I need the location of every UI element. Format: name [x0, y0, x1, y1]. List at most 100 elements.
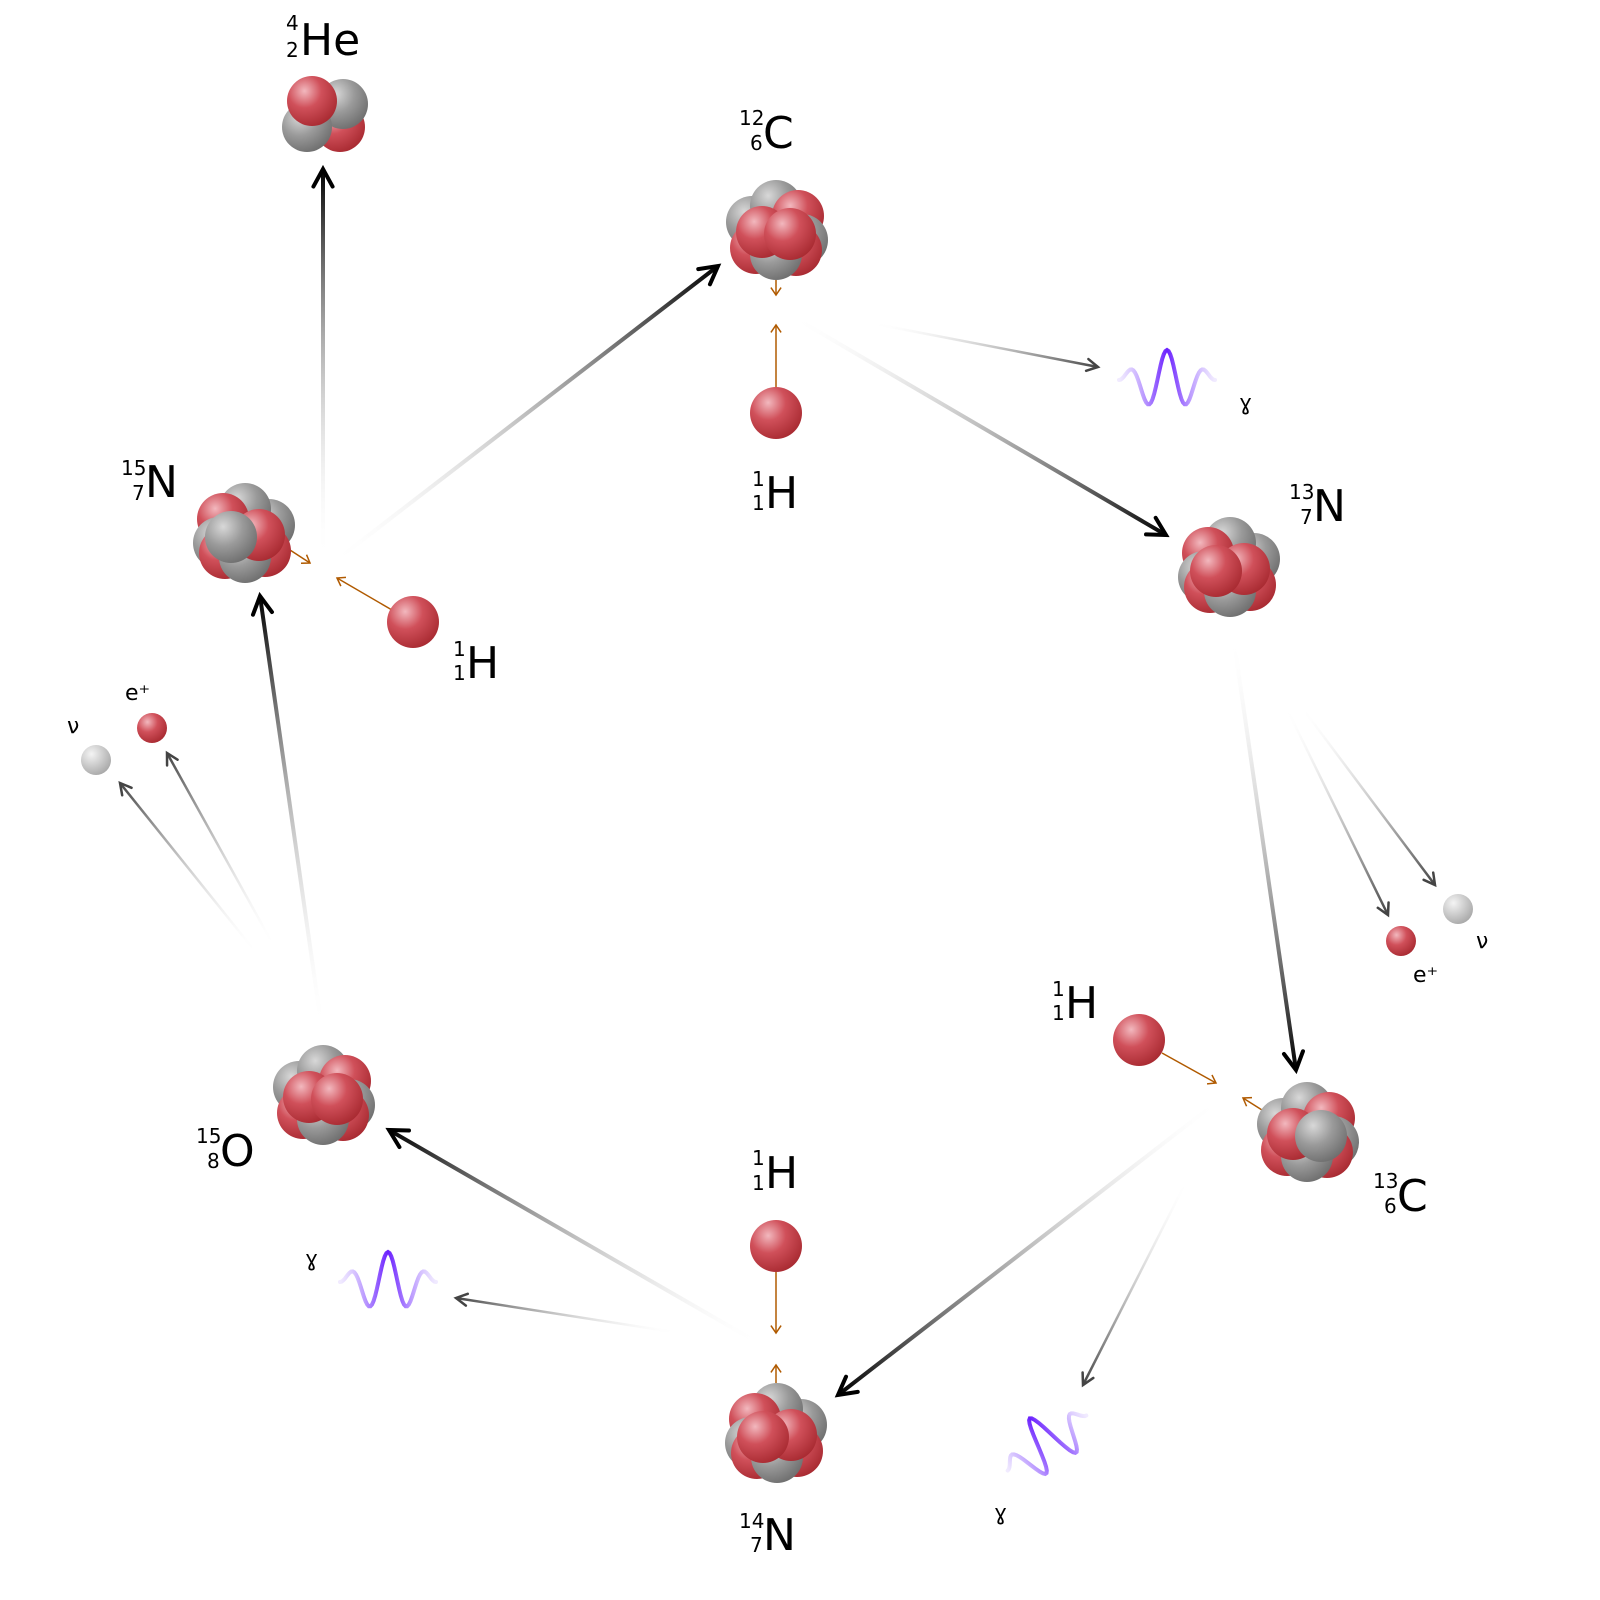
label-gamma-bottom: ɣ: [994, 1501, 1007, 1526]
mass-number: 1: [1052, 977, 1065, 1001]
label-h1-left: 1 1 H: [453, 637, 499, 689]
mass-number: 14: [739, 1509, 764, 1533]
gamma-waves: [338, 347, 1217, 1477]
label-c12: 12 6 C: [739, 106, 794, 159]
arrow-gamma-bottom-head: [1081, 1371, 1095, 1388]
gamma-wave-top: [1117, 347, 1217, 407]
gamma-wave-bottom: [1005, 1411, 1089, 1477]
arrow-neutrino-left: [119, 782, 259, 956]
neutron-sphere: [1295, 1110, 1347, 1162]
arrow-gamma-left: [455, 1296, 681, 1335]
arrow-o15-to-n15-head: [250, 591, 274, 617]
reaction-arrows: [118, 164, 1437, 1398]
positron-right: [1386, 926, 1416, 956]
arrow-capture-c13-head: [1241, 1096, 1253, 1107]
arrow-proton-right-head: [1206, 1074, 1218, 1085]
mass-number: 1: [752, 467, 765, 491]
arrow-o15-to-n15: [258, 595, 324, 1031]
arrow-capture-n15-head: [300, 554, 312, 564]
mass-number: 13: [1289, 480, 1314, 504]
arrow-n13-to-c13-head: [1281, 1049, 1305, 1075]
proton-sphere: [1190, 545, 1242, 597]
label-neutrino-left: ν: [67, 714, 79, 739]
arrow-capture-c13: [1242, 1097, 1263, 1111]
atomic-number: 2: [286, 38, 299, 62]
label-o15: 15 8 O: [196, 1124, 255, 1177]
nucleus-n13: [1178, 517, 1280, 617]
arrow-positron-right: [1283, 704, 1390, 916]
arrow-n15-to-he4-head: [311, 164, 335, 189]
arrow-neutrino-right-head: [1422, 871, 1437, 888]
atomic-number: 7: [1300, 505, 1313, 529]
label-n15: 15 7 N: [121, 456, 178, 508]
neutrino-right: [1443, 894, 1473, 924]
mass-number: 15: [121, 456, 146, 480]
neutrino-left: [81, 745, 111, 775]
mass-number: 1: [453, 637, 466, 661]
label-h1-top: 1 1 H: [752, 467, 798, 519]
nucleus-c13: [1257, 1082, 1359, 1182]
arrow-proton-left-head: [335, 576, 347, 587]
arrow-proton-bottom-head: [770, 1325, 782, 1335]
arrow-proton-top-head: [770, 323, 782, 333]
proton-sphere: [287, 76, 337, 126]
arrow-gamma-bottom: [1081, 1177, 1190, 1386]
arrow-c12-to-n13: [788, 313, 1168, 537]
label-h1-bottom: 1 1 H: [752, 1146, 798, 1199]
mass-number: 13: [1373, 1169, 1398, 1193]
proton-right: [1113, 1014, 1165, 1066]
nucleus-c12: [726, 180, 828, 280]
arrow-positron-left: [165, 752, 277, 949]
arrow-capture-n15: [289, 549, 311, 564]
nucleus-n14: [725, 1383, 827, 1483]
element-symbol: C: [763, 108, 794, 159]
atomic-number: 8: [207, 1149, 220, 1173]
arrow-gamma-left-head: [453, 1292, 470, 1307]
atomic-number: 7: [132, 481, 145, 505]
proton-left: [387, 596, 439, 648]
arrow-c13-to-n14-head: [834, 1374, 860, 1398]
gamma-wave-left: [338, 1249, 438, 1309]
label-neutrino-right: ν: [1476, 929, 1488, 954]
label-h1-right: 1 1 H: [1052, 977, 1098, 1029]
element-symbol: N: [1313, 481, 1346, 532]
arrow-n14-to-o15-head: [385, 1127, 411, 1150]
nucleus-n15: [193, 483, 295, 583]
proton-sphere: [311, 1073, 363, 1125]
label-gamma-top: ɣ: [1239, 391, 1252, 416]
arrow-neutrino-left-head: [118, 780, 133, 797]
nucleus-he4: [282, 76, 368, 152]
arrow-positron-left-head: [165, 750, 179, 767]
element-symbol: H: [765, 1148, 798, 1199]
proton-sphere: [737, 1411, 789, 1463]
arrow-proton-right: [1161, 1052, 1217, 1084]
proton-bottom: [750, 1220, 802, 1272]
label-gamma-left: ɣ: [305, 1247, 318, 1272]
neutron-sphere: [205, 511, 257, 563]
arrow-gamma-top: [869, 321, 1099, 369]
atomic-number: 7: [750, 1533, 763, 1557]
label-positron-right: e⁺: [1413, 963, 1438, 988]
label-positron-left: e⁺: [125, 681, 150, 706]
label-c13: 13 6 C: [1373, 1169, 1428, 1222]
nucleus-o15: [273, 1045, 375, 1145]
element-symbol: C: [1397, 1171, 1428, 1222]
atomic-number: 1: [752, 491, 765, 515]
arrow-n15-to-c12-head: [696, 263, 722, 287]
element-symbol: N: [145, 457, 178, 508]
nuclei: [81, 76, 1473, 1483]
arrow-c13-to-n14: [836, 1096, 1224, 1397]
mass-number: 4: [286, 11, 299, 35]
arrow-proton-left: [336, 577, 393, 611]
label-he4: 4 2 He: [286, 11, 360, 66]
proton-sphere: [764, 208, 816, 260]
atomic-number: 6: [750, 131, 763, 155]
element-symbol: H: [1065, 978, 1098, 1029]
atomic-number: 6: [1384, 1194, 1397, 1218]
proton-top: [750, 387, 802, 439]
element-symbol: H: [765, 468, 798, 519]
arrow-capture-c12-head: [770, 287, 782, 297]
arrow-capture-n14-head: [770, 1363, 782, 1373]
arrow-neutrino-right: [1299, 704, 1436, 886]
